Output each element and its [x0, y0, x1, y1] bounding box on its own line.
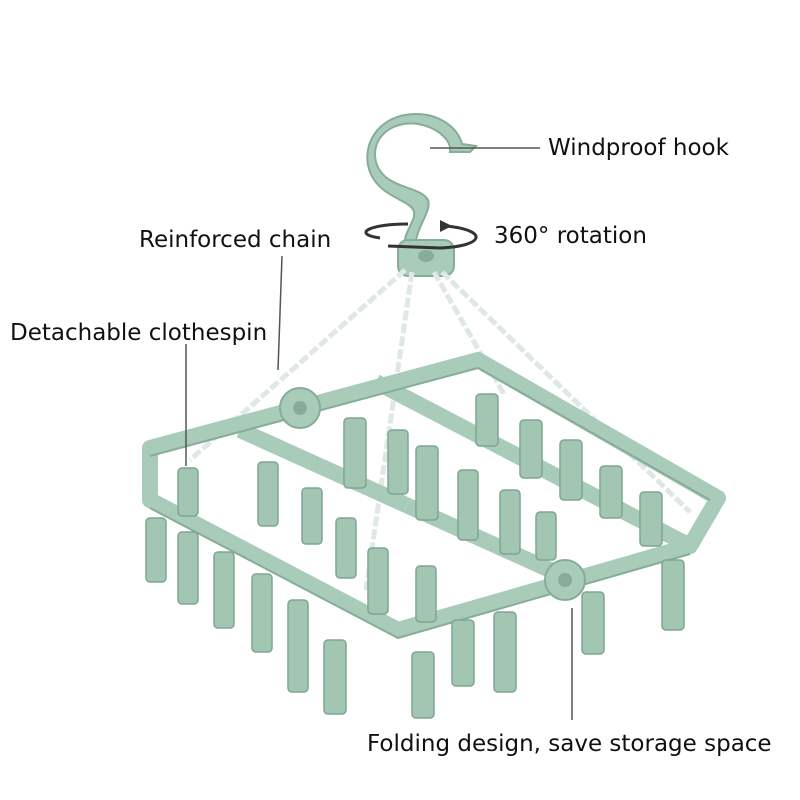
rotation-label: 360° rotation — [494, 223, 647, 249]
clothespins — [145, 393, 685, 719]
folding-design-label: Folding design, save storage space — [367, 731, 772, 757]
rotation-arrow-icon — [364, 220, 478, 250]
folding-joint — [279, 387, 586, 601]
frame-edge — [149, 366, 711, 640]
leader-lines — [185, 147, 573, 720]
detachable-clothespin-label: Detachable clothespin — [10, 320, 268, 346]
windproof-hook-label: Windproof hook — [548, 135, 729, 161]
reinforced-chain-label: Reinforced chain — [139, 227, 332, 253]
hook-icon — [366, 112, 479, 253]
